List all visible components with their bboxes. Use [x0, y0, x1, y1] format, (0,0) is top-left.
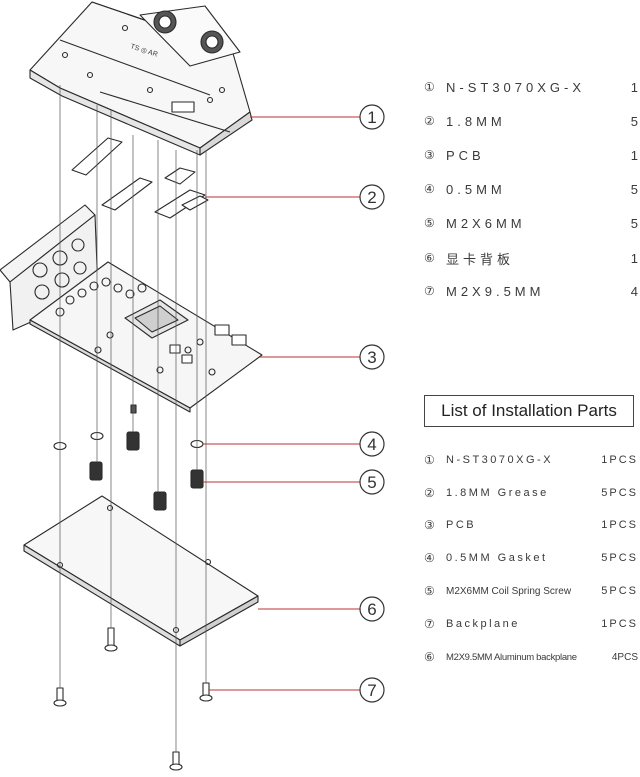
- backplate: [23, 495, 259, 647]
- install-number: ⑤: [424, 584, 435, 598]
- part-number: ⑥: [424, 251, 435, 265]
- installation-parts-title: List of Installation Parts: [424, 395, 634, 427]
- callout-7-label: 7: [367, 681, 376, 700]
- pcb-board: [29, 261, 263, 413]
- leader-lines: [203, 116, 360, 691]
- part-name: N-ST3070XG-X: [446, 79, 586, 95]
- install-name: N-ST3070XG-X: [446, 454, 554, 466]
- install-name: 0.5MM Gasket: [446, 552, 548, 564]
- callout-7-circle: [359, 677, 385, 703]
- install-number: ⑦: [424, 617, 435, 631]
- part-quantity: 5: [630, 113, 638, 129]
- install-list-row: ④ 0.5MM Gasket 5PCS: [424, 550, 638, 566]
- part-name: 显卡背板: [446, 251, 515, 267]
- part-name: 0.5MM: [446, 181, 506, 197]
- part-number: ⑦: [424, 284, 435, 298]
- part-quantity: 5: [630, 181, 638, 197]
- part-number: ②: [424, 114, 435, 128]
- install-list-row: ⑦ Backplane 1PCS: [424, 616, 638, 632]
- part-number: ⑤: [424, 216, 435, 230]
- long-screws: [53, 627, 213, 771]
- install-name: Backplane: [446, 618, 520, 630]
- part-name: 1.8MM: [446, 113, 506, 129]
- spring-screws: [89, 404, 204, 511]
- install-quantity: 1PCS: [601, 454, 638, 466]
- part-quantity: 1: [630, 250, 638, 266]
- install-name: M2X9.5MM Aluminum backplane: [446, 651, 577, 663]
- callout-1-label: 1: [367, 108, 376, 127]
- install-quantity: 1PCS: [601, 618, 638, 630]
- part-number: ①: [424, 80, 435, 94]
- install-name: M2X6MM Coil Spring Screw: [446, 585, 572, 597]
- alignment-lines: [59, 85, 207, 752]
- install-name: 1.8MM Grease: [446, 487, 549, 499]
- callout-5-circle: [359, 469, 385, 495]
- install-quantity: 5PCS: [601, 585, 638, 597]
- part-quantity: 5: [630, 215, 638, 231]
- install-list-row: ① N-ST3070XG-X 1PCS: [424, 452, 638, 468]
- install-number: ⑥: [424, 650, 435, 664]
- part-number: ③: [424, 148, 435, 162]
- parts-list-row: ② 1.8MM 5: [424, 112, 638, 130]
- callout-6-label: 6: [367, 600, 376, 619]
- water-block: TS ◎ AR: [29, 1, 253, 156]
- callout-3-label: 3: [367, 348, 376, 367]
- part-name: M2X9.5MM: [446, 283, 545, 299]
- install-quantity: 5PCS: [601, 552, 638, 564]
- install-quantity: 4PCS: [611, 651, 638, 663]
- install-number: ①: [424, 453, 435, 467]
- callout-1-circle: [359, 104, 385, 130]
- part-name: PCB: [446, 147, 485, 163]
- install-number: ②: [424, 486, 435, 500]
- install-list-row: ⑥ M2X9.5MM Aluminum backplane 4PCS: [424, 649, 638, 665]
- install-number: ④: [424, 551, 435, 565]
- parts-list-row: ⑥ 显卡背板 1: [424, 249, 638, 267]
- callout-3-circle: [359, 344, 385, 370]
- install-name: PCB: [446, 519, 477, 531]
- parts-list-row: ⑤ M2X6MM 5: [424, 214, 638, 232]
- callout-2-circle: [359, 184, 385, 210]
- parts-list-row: ⑦ M2X9.5MM 4: [424, 282, 638, 300]
- parts-list-row: ③ PCB 1: [424, 146, 638, 164]
- parts-list-row: ① N-ST3070XG-X 1: [424, 78, 638, 96]
- parts-list-row: ④ 0.5MM 5: [424, 180, 638, 198]
- part-quantity: 4: [630, 283, 638, 299]
- install-quantity: 5PCS: [601, 487, 638, 499]
- callout-4-circle: [359, 431, 385, 457]
- callout-4-label: 4: [367, 435, 376, 454]
- install-list-row: ② 1.8MM Grease 5PCS: [424, 485, 638, 501]
- callout-2-label: 2: [367, 188, 376, 207]
- part-quantity: 1: [630, 79, 638, 95]
- install-quantity: 1PCS: [601, 519, 638, 531]
- install-number: ③: [424, 518, 435, 532]
- callout-6-circle: [359, 596, 385, 622]
- install-list-row: ⑤ M2X6MM Coil Spring Screw 5PCS: [424, 583, 638, 599]
- part-name: M2X6MM: [446, 215, 526, 231]
- part-number: ④: [424, 182, 435, 196]
- install-list-row: ③ PCB 1PCS: [424, 517, 638, 533]
- callout-5-label: 5: [367, 473, 376, 492]
- part-quantity: 1: [630, 147, 638, 163]
